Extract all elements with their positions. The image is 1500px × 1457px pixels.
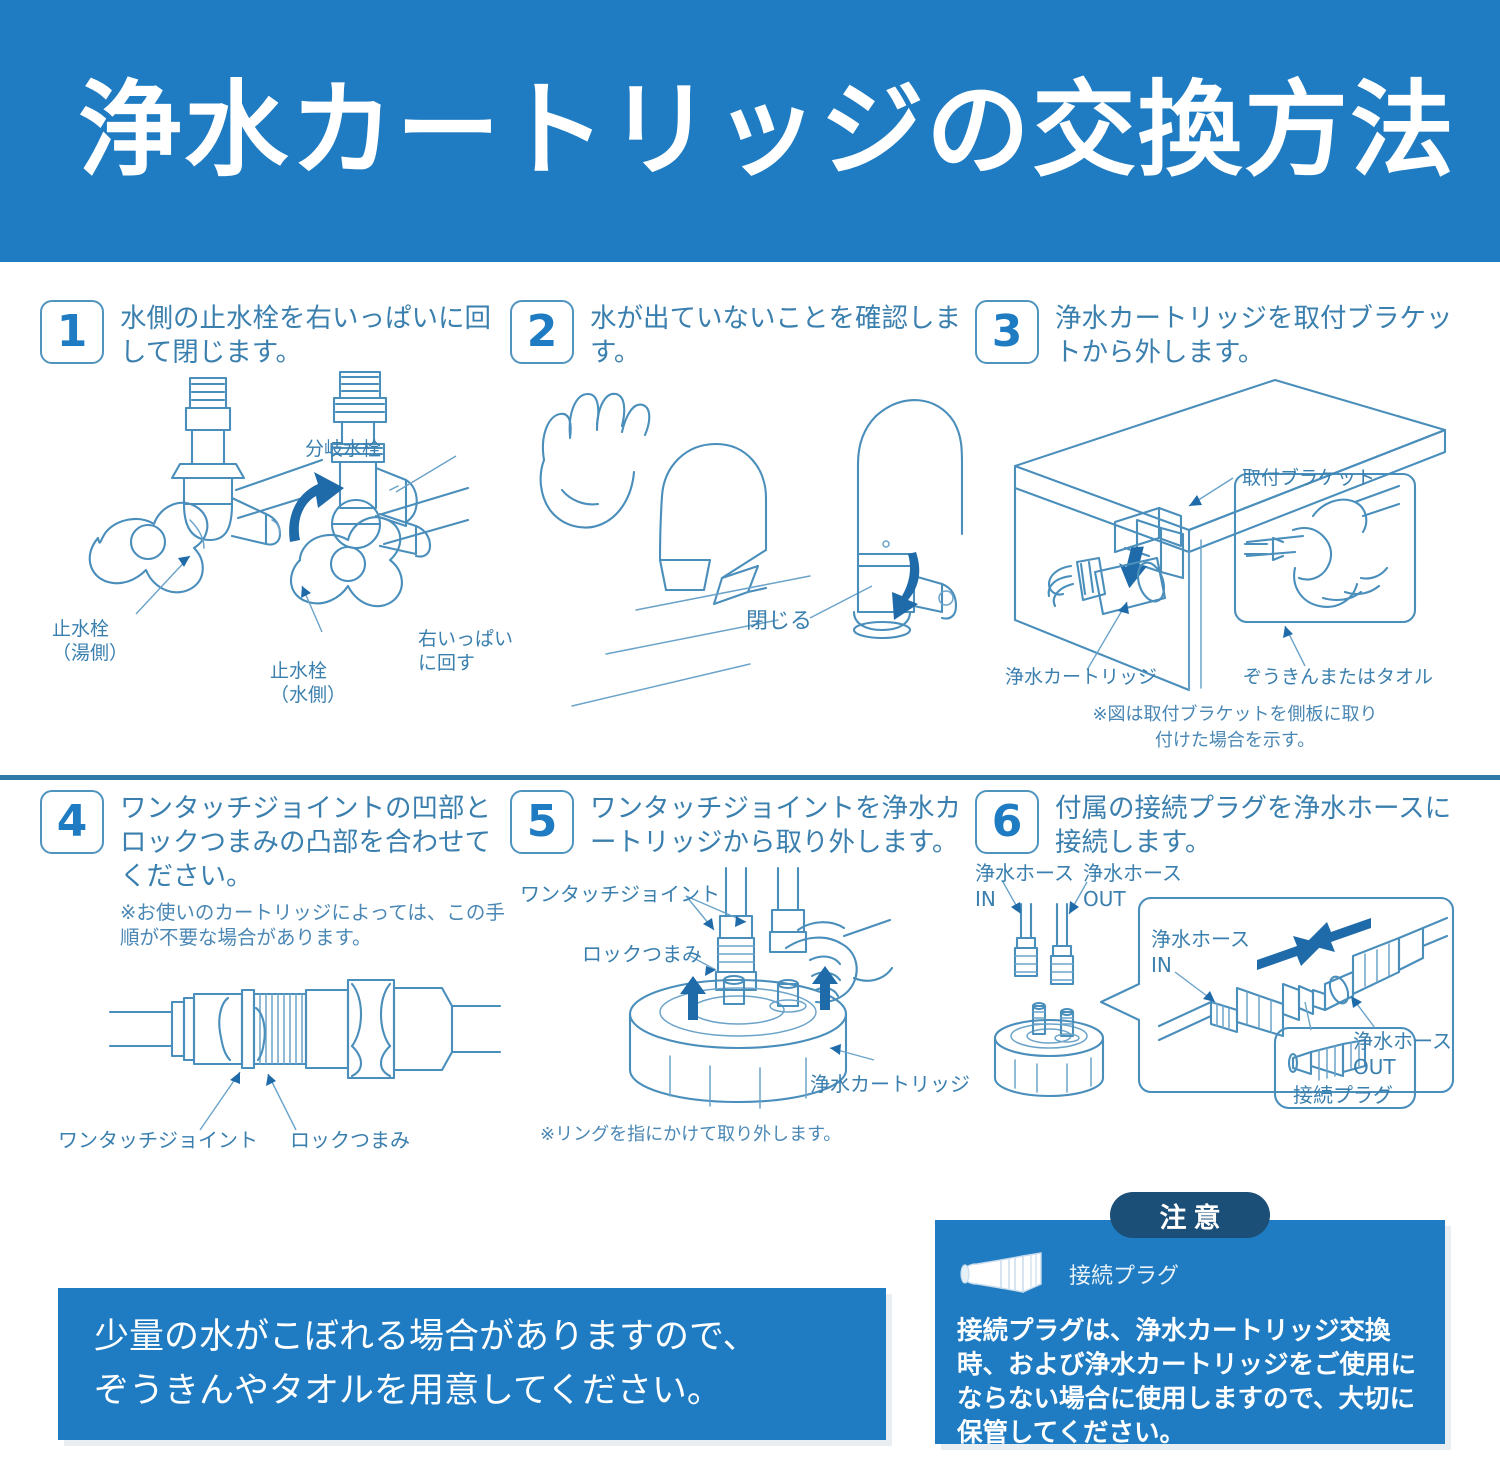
bracket-removal-diagram: [1013, 378, 1447, 691]
step-2: 2 水が出ていないことを確認します。: [510, 300, 975, 770]
label-cartridge-3: 浄水カートリッジ: [1005, 665, 1158, 688]
step-2-illustration: 閉じる: [510, 370, 975, 730]
step-1-header: 1 水側の止水栓を右いっぱいに回して閉じます。: [40, 300, 510, 370]
stopcock-diagram: [88, 376, 324, 615]
step-4-header: 4 ワンタッチジョイントの凹部とロックつまみの凸部を合わせてください。 ※お使い…: [40, 790, 510, 950]
step-5-number: 5: [510, 790, 574, 854]
label-lock-knob-5: ロックつまみ: [582, 941, 702, 966]
step-3-header: 3 浄水カートリッジを取付ブラケットから外します。: [975, 300, 1455, 370]
label-cartridge-5: 浄水カートリッジ: [810, 1071, 970, 1096]
label-hose-out-detail: 浄水ホース OUT: [1353, 1028, 1452, 1079]
step-5-note: ※リングを指にかけて取り外します。: [540, 1123, 842, 1145]
connection-plug-icon: [960, 1252, 1042, 1294]
bottom-callout-line-2: ぞうきんやタオルを用意してください。: [94, 1371, 722, 1411]
step-6: 6 付属の接続プラグを浄水ホースに接続します。: [975, 790, 1455, 1180]
step-5-header: 5 ワンタッチジョイントを浄水カートリッジから取り外します。: [510, 790, 975, 860]
section-divider: [0, 775, 1500, 780]
caution-plug-label: 接続プラグ: [1069, 1264, 1180, 1289]
step-6-text: 付属の接続プラグを浄水ホースに接続します。: [1055, 793, 1452, 858]
step-1-illustration: 分岐水栓 止水栓 （湯側） 止水栓 （水側） 右いっぱい に回す: [40, 370, 514, 730]
caution-callout: 注意 接続プラグ 接続プラグは、浄水カートリッジ交換時、および浄水カートリッジを…: [935, 1192, 1445, 1448]
steps-row-bottom: 4 ワンタッチジョイントの凹部とロックつまみの凸部を合わせてください。 ※お使い…: [0, 790, 1500, 1180]
joint-removal-diagram: [628, 866, 894, 1109]
label-one-touch-joint-4: ワンタッチジョイント: [58, 1128, 258, 1153]
step-1-text: 水側の止水栓を右いっぱいに回して閉じます。: [120, 303, 491, 368]
step-2-header: 2 水が出ていないことを確認します。: [510, 300, 975, 370]
steps-row-top: 1 水側の止水栓を右いっぱいに回して閉じます。: [0, 300, 1500, 770]
label-stopcock-hot: 止水栓 （湯側）: [52, 617, 129, 664]
step-3-text: 浄水カートリッジを取付ブラケットから外します。: [1055, 303, 1453, 368]
step-3-number: 3: [975, 300, 1039, 364]
label-hose-in-detail: 浄水ホース IN: [1151, 926, 1250, 977]
label-turn-right: 右いっぱい に回す: [418, 627, 514, 674]
page-title: 浄水カートリッジの交換方法: [78, 69, 1457, 192]
step-3-illustration: 取付ブラケット 浄水カートリッジ ぞうきんまたはタオル ※図は取付ブラケットを側…: [975, 370, 1455, 751]
bottom-callout-line-1: 少量の水がこぼれる場合がありますので、: [94, 1316, 758, 1357]
step-2-number: 2: [510, 300, 574, 364]
label-hose-in: 浄水ホース IN: [975, 860, 1074, 911]
label-stopcock-cold: 止水栓 （水側）: [270, 659, 347, 706]
step-3: 3 浄水カートリッジを取付ブラケットから外します。: [975, 300, 1455, 770]
label-lock-knob-4: ロックつまみ: [290, 1128, 410, 1153]
label-branch-faucet: 分岐水栓: [305, 437, 382, 460]
step-5: 5 ワンタッチジョイントを浄水カートリッジから取り外します。: [510, 790, 975, 1180]
page-header: 浄水カートリッジの交換方法: [0, 0, 1500, 262]
step-1-number: 1: [40, 300, 104, 364]
label-bracket: 取付ブラケット: [1242, 466, 1376, 489]
label-close: 閉じる: [746, 608, 813, 634]
step-5-illustration: ワンタッチジョイント ロックつまみ 浄水カートリッジ ※リングを指にかけて取り外…: [510, 860, 975, 1150]
stopcock-cold-diagram: [289, 370, 470, 633]
caution-body-text: 接続プラグは、浄水カートリッジ交換時、および浄水カートリッジをご使用にならない場…: [957, 1316, 1417, 1449]
step-4-illustration: ワンタッチジョイント ロックつまみ: [40, 950, 510, 1170]
joint-alignment-diagram: [108, 979, 502, 1131]
label-one-touch-joint-5: ワンタッチジョイント: [520, 881, 720, 906]
step-4-subnote: ※お使いのカートリッジによっては、この手順が不要な場合があります。: [120, 900, 505, 950]
step-4-text: ワンタッチジョイントの凹部とロックつまみの凸部を合わせてください。: [120, 793, 491, 892]
plug-connection-diagram: [993, 881, 1455, 1109]
label-hose-out: 浄水ホース OUT: [1083, 860, 1182, 911]
step-6-header: 6 付属の接続プラグを浄水ホースに接続します。: [975, 790, 1455, 860]
caution-plug-row: 接続プラグ: [957, 1250, 1179, 1298]
bottom-callout: 少量の水がこぼれる場合がありますので、 ぞうきんやタオルを用意してください。: [58, 1288, 886, 1440]
label-cloth-or-towel: ぞうきんまたはタオル: [1243, 665, 1434, 688]
step-5-text: ワンタッチジョイントを浄水カートリッジから取り外します。: [590, 793, 961, 858]
step-1: 1 水側の止水栓を右いっぱいに回して閉じます。: [40, 300, 514, 770]
label-connection-plug: 接続プラグ: [1293, 1082, 1393, 1107]
step-6-illustration: 浄水ホース IN 浄水ホース OUT 浄水ホース IN 浄水ホース OUT 接続…: [975, 860, 1455, 1120]
step-6-number: 6: [975, 790, 1039, 854]
caution-badge: 注意: [1110, 1192, 1270, 1238]
step-4: 4 ワンタッチジョイントの凹部とロックつまみの凸部を合わせてください。 ※お使い…: [40, 790, 510, 1180]
step-4-number: 4: [40, 790, 104, 854]
faucet-check-diagram: [539, 392, 964, 707]
step-2-text: 水が出ていないことを確認します。: [590, 303, 961, 368]
step-3-note: ※図は取付ブラケットを側板に取り 付けた場合を示す。: [1092, 703, 1378, 751]
